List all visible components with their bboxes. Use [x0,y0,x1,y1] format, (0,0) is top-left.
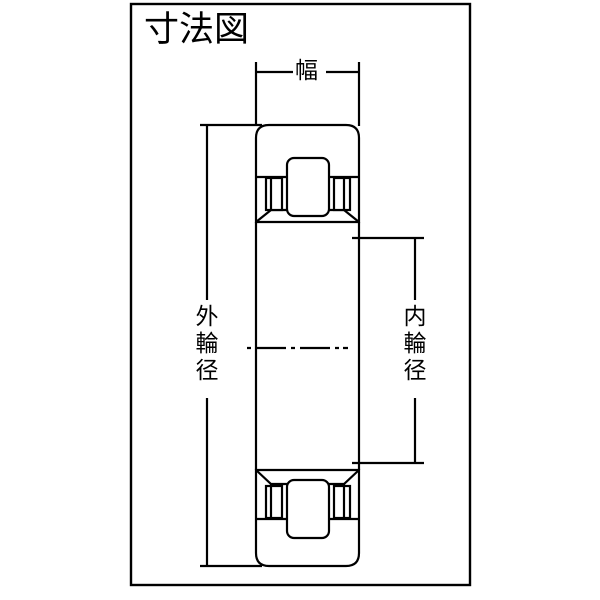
outer-dia-char-1: 外 [195,304,219,330]
outer-dia-char-2: 輪 [195,331,219,357]
outer-dia-char-3: 径 [195,358,219,384]
inner-diameter-dimension-label: 内 輪 径 [402,304,428,385]
cage-right-top [332,176,352,212]
outer-diameter-dimension-group [200,123,262,568]
width-dimension-group [254,62,361,126]
inner-dia-char-2: 輪 [403,331,427,357]
roller-bottom [285,478,331,540]
cage-left-top [264,176,284,212]
inner-diameter-dimension-group [352,236,424,465]
bearing-outline-group [254,123,361,568]
page-title: 寸法図 [144,10,250,50]
width-dimension-label: 幅 [295,58,318,84]
outer-diameter-dimension-label: 外 輪 径 [194,304,220,385]
cage-left-bottom [264,484,284,520]
inner-dia-char-1: 内 [403,304,427,330]
cage-right-bottom [332,484,352,520]
outer-ring-bottom [254,468,361,568]
outer-ring-top [254,123,361,224]
inner-dia-char-3: 径 [403,358,427,384]
roller-top [285,156,331,218]
